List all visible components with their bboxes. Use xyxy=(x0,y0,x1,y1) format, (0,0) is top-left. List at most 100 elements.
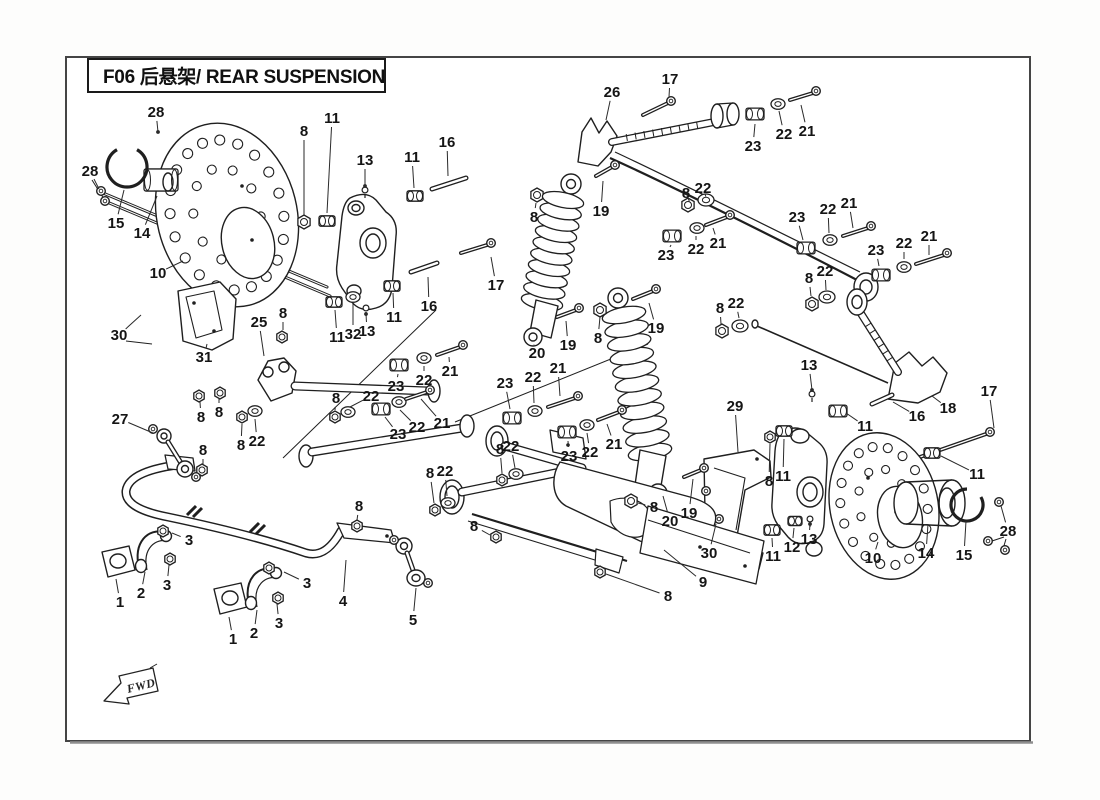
washer xyxy=(818,290,836,304)
callout-leader xyxy=(558,376,561,397)
nut xyxy=(681,197,695,213)
bushing-end xyxy=(558,426,565,438)
callout-leader xyxy=(809,373,813,391)
ellipse xyxy=(411,573,421,583)
disc-hole xyxy=(867,442,878,453)
hatch-tick xyxy=(882,350,889,355)
washer xyxy=(697,193,715,207)
callout-leader xyxy=(669,244,672,248)
part-callout-10: 10 xyxy=(150,265,167,282)
part-callout-20: 20 xyxy=(662,513,679,530)
callout-leader xyxy=(892,401,910,412)
part-callout-21: 21 xyxy=(921,228,938,245)
callout-leader xyxy=(392,292,395,309)
part-callout-15: 15 xyxy=(108,215,125,232)
disc-hole xyxy=(164,208,176,220)
ellipse xyxy=(859,279,873,295)
part-callout-19: 19 xyxy=(648,320,665,337)
callout-leader xyxy=(171,532,181,538)
bolt-head-ring xyxy=(668,98,674,104)
ellipse xyxy=(109,553,127,569)
disc-hole xyxy=(854,486,864,496)
nut xyxy=(490,530,502,544)
part-callout-17: 17 xyxy=(981,383,998,400)
disc-hole xyxy=(188,208,199,219)
part-callout-22: 22 xyxy=(582,444,599,461)
callout-leader xyxy=(254,609,258,625)
nut-ring xyxy=(274,594,282,602)
bushing xyxy=(325,296,343,308)
part-callout-21: 21 xyxy=(710,235,727,252)
bushing-end xyxy=(797,242,804,254)
bolt-head-ring xyxy=(102,198,108,204)
nut xyxy=(157,524,169,538)
bushing xyxy=(318,215,336,227)
bushing-end xyxy=(933,447,940,459)
bushing-end xyxy=(872,269,879,281)
bolt-head xyxy=(1000,545,1011,556)
callout-dot xyxy=(156,130,160,134)
ellipse xyxy=(278,361,290,373)
rivet-dot xyxy=(755,457,759,461)
bolt-head xyxy=(486,237,497,248)
disc-hole xyxy=(273,187,285,199)
bushing xyxy=(389,358,409,372)
part-callout-3: 3 xyxy=(185,532,193,549)
part-callout-10: 10 xyxy=(865,550,882,567)
line xyxy=(185,504,198,517)
callout-leader xyxy=(326,126,333,214)
bolt-head-ring xyxy=(944,250,950,256)
part-callout-18: 18 xyxy=(940,400,957,417)
bolt-head-ring xyxy=(987,429,993,435)
bushing-end xyxy=(746,108,753,120)
ellipse xyxy=(244,595,258,611)
bolt-head-ring xyxy=(575,393,581,399)
nut-ring xyxy=(533,191,541,199)
disc-hole xyxy=(853,448,864,459)
bushing-end xyxy=(503,412,510,424)
bolt-head-ring xyxy=(391,537,397,543)
nut xyxy=(593,302,607,318)
rod-fill xyxy=(870,393,894,406)
washer-hole xyxy=(420,355,428,361)
bolt-head xyxy=(699,463,710,474)
part-callout-23: 23 xyxy=(390,426,407,443)
disc-hole xyxy=(193,269,205,281)
ellipse xyxy=(710,103,724,129)
washer-hole xyxy=(395,399,403,405)
disc-hole xyxy=(842,460,854,471)
nut-ring xyxy=(808,300,816,308)
hatch-tick xyxy=(687,123,690,131)
disc-hole xyxy=(918,483,929,494)
callout-leader xyxy=(753,123,756,138)
hatch-tick xyxy=(877,343,885,348)
bushing-end xyxy=(674,230,681,242)
part-callout-8: 8 xyxy=(355,498,363,515)
disc-hole xyxy=(904,553,915,564)
part-callout-19: 19 xyxy=(681,505,698,522)
bolt-head xyxy=(99,195,110,206)
rod-fill xyxy=(547,397,576,408)
disc-hole xyxy=(864,467,874,477)
callout-dot xyxy=(363,184,367,188)
part-callout-14: 14 xyxy=(918,545,935,562)
part-callout-22: 22 xyxy=(820,201,837,218)
part-callout-25: 25 xyxy=(251,314,268,331)
callout-leader xyxy=(481,529,491,536)
washer xyxy=(527,405,543,417)
callout-leader xyxy=(205,343,208,349)
disc-hole xyxy=(182,147,194,160)
disc-hole xyxy=(245,281,258,293)
washer-hole xyxy=(444,500,452,506)
disc-hole xyxy=(836,477,847,489)
callout-leader xyxy=(606,423,612,436)
part-callout-11: 11 xyxy=(386,309,402,326)
bolt-head-ring xyxy=(716,516,722,522)
rod-fill xyxy=(915,254,945,265)
nut xyxy=(272,591,284,605)
callout-leader xyxy=(125,314,142,330)
bushing-end xyxy=(757,108,764,120)
part-callout-13: 13 xyxy=(359,323,376,340)
screw xyxy=(806,515,814,523)
rod-fill xyxy=(789,92,814,101)
